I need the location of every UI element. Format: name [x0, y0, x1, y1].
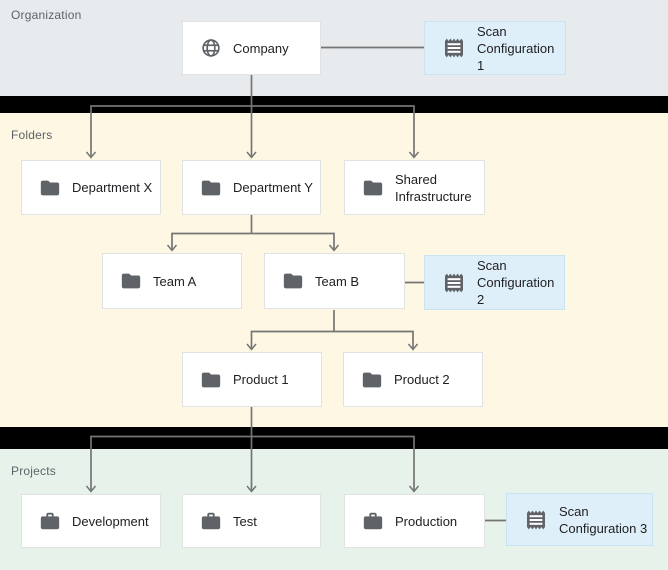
- folder-icon: [282, 270, 304, 292]
- folder-icon: [362, 177, 384, 199]
- node-label: Scan Configuration 2: [477, 258, 555, 307]
- briefcase-icon: [362, 510, 384, 532]
- node-product-2: Product 2: [343, 352, 483, 407]
- scan-config-icon: [442, 36, 466, 60]
- briefcase-icon: [200, 510, 222, 532]
- node-label: Department X: [72, 180, 153, 195]
- node-label: Company: [233, 40, 289, 56]
- node-team-b: Team B: [264, 253, 405, 309]
- organization-section-label: Organization: [11, 8, 82, 22]
- node-department-y: Department Y: [182, 160, 321, 215]
- node-team-a: Team A: [102, 253, 242, 309]
- node-label: Development: [72, 513, 149, 529]
- folders-section-label: Folders: [11, 128, 53, 142]
- node-company: Company: [182, 21, 321, 75]
- node-label: Scan Configuration 1: [477, 23, 555, 73]
- node-label: Product 1: [233, 372, 289, 387]
- node-label: Team A: [153, 273, 197, 289]
- node-scan-config-2: Scan Configuration 2: [424, 255, 565, 310]
- node-label: Product 2: [394, 372, 450, 387]
- organization-section: Organization: [0, 0, 668, 96]
- node-department-x: Department X: [21, 160, 161, 215]
- node-label: Test: [233, 513, 257, 529]
- folder-icon: [200, 177, 222, 199]
- node-development: Development: [21, 494, 161, 548]
- node-shared-infrastructure: Shared Infrastructure: [344, 160, 485, 215]
- node-label: Scan Configuration 3: [559, 503, 648, 536]
- node-label: Production: [395, 513, 458, 529]
- globe-icon: [200, 37, 222, 59]
- node-scan-config-1: Scan Configuration 1: [424, 21, 566, 75]
- scan-config-icon: [442, 271, 466, 295]
- node-test: Test: [182, 494, 321, 548]
- folder-icon: [200, 369, 222, 391]
- briefcase-icon: [39, 510, 61, 532]
- folder-icon: [39, 177, 61, 199]
- projects-section-label: Projects: [11, 464, 56, 478]
- folder-icon: [120, 270, 142, 292]
- node-scan-config-3: Scan Configuration 3: [506, 493, 653, 546]
- scan-config-icon: [524, 508, 548, 532]
- node-product-1: Product 1: [182, 352, 322, 407]
- node-label: Department Y: [233, 180, 313, 195]
- node-label: Shared Infrastructure: [395, 171, 472, 204]
- folder-icon: [361, 369, 383, 391]
- node-production: Production: [344, 494, 485, 548]
- node-label: Team B: [315, 273, 360, 289]
